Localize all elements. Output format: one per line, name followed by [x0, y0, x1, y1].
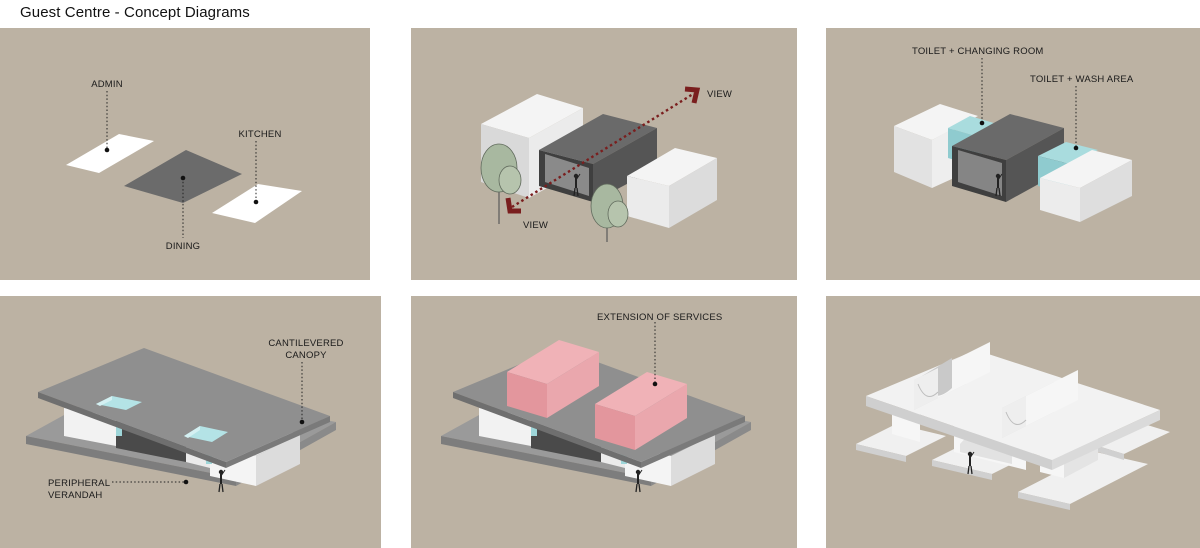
label-dining: DINING	[166, 241, 200, 252]
person-figure-icon	[967, 451, 975, 475]
label-toilet-wash: TOILET + WASH AREA	[1030, 74, 1134, 85]
tree-left-icon	[480, 143, 522, 224]
roof-vault-1	[914, 342, 990, 410]
view-axis	[511, 92, 694, 209]
page-title: Guest Centre - Concept Diagrams	[20, 4, 250, 21]
extension-box-2-side	[635, 384, 687, 450]
panel-canopy: CANTILEVERED CANOPY PERIPHERAL VERANDAH	[0, 296, 381, 548]
label-kitchen: KITCHEN	[238, 129, 281, 140]
left-block-top	[481, 94, 583, 138]
kitchen-dot	[253, 199, 259, 205]
right-block-front	[627, 176, 669, 228]
label-admin: ADMIN	[91, 79, 123, 90]
extension-box-2-front	[595, 404, 635, 450]
programme-diagram: ADMIN KITCHEN DINING	[66, 79, 302, 252]
panel-extension: EXTENSION OF SERVICES	[411, 296, 797, 548]
extension-box-1-side	[547, 352, 599, 418]
extension-diagram: EXTENSION OF SERVICES	[441, 312, 751, 493]
dining-dot	[180, 175, 186, 181]
label-canopy-line1: CANTILEVERED	[268, 338, 343, 349]
label-canopy-line2: CANOPY	[285, 350, 327, 361]
label-verandah-line1: PERIPHERAL	[48, 478, 110, 489]
dining-box-top	[539, 114, 657, 164]
cantilever-canopy	[38, 348, 330, 462]
label-toilet-changing: TOILET + CHANGING ROOM	[912, 46, 1044, 57]
extension-box-2-top	[595, 372, 687, 416]
panel-views: VIEW VIEW	[411, 28, 797, 280]
toilet-wash-top	[1038, 142, 1098, 164]
roof-vault-2	[1002, 370, 1078, 438]
admin-plate	[66, 134, 154, 173]
canopy-diagram: CANTILEVERED CANOPY PERIPHERAL VERANDAH	[26, 338, 343, 501]
panel-programme: ADMIN KITCHEN DINING	[0, 28, 370, 280]
views-diagram: VIEW VIEW	[480, 86, 732, 242]
dining-box-top	[952, 114, 1064, 160]
panel-services: TOILET + CHANGING ROOM TOILET + WASH ARE…	[826, 28, 1200, 280]
person-figure-icon	[995, 173, 1003, 197]
extension-box-1-front	[507, 372, 547, 418]
person-figure-icon	[218, 469, 226, 493]
panel-roof-form	[826, 296, 1200, 548]
tree-right-icon	[590, 183, 629, 242]
services-diagram: TOILET + CHANGING ROOM TOILET + WASH ARE…	[894, 46, 1134, 222]
roof-form-diagram	[856, 342, 1170, 510]
label-view-top: VIEW	[707, 89, 732, 100]
view-arrow-top-icon	[684, 86, 701, 104]
person-figure-icon	[573, 173, 581, 197]
label-view-bottom: VIEW	[523, 220, 548, 231]
label-extension: EXTENSION OF SERVICES	[597, 312, 722, 323]
dining-box-side	[593, 128, 657, 202]
right-block-side	[669, 158, 717, 228]
right-block-top	[627, 148, 717, 186]
person-figure-icon	[635, 469, 643, 493]
extension-box-1-top	[507, 340, 599, 384]
label-verandah-line2: VERANDAH	[48, 490, 102, 501]
admin-dot	[104, 147, 110, 153]
view-arrow-bottom-icon	[505, 197, 521, 214]
